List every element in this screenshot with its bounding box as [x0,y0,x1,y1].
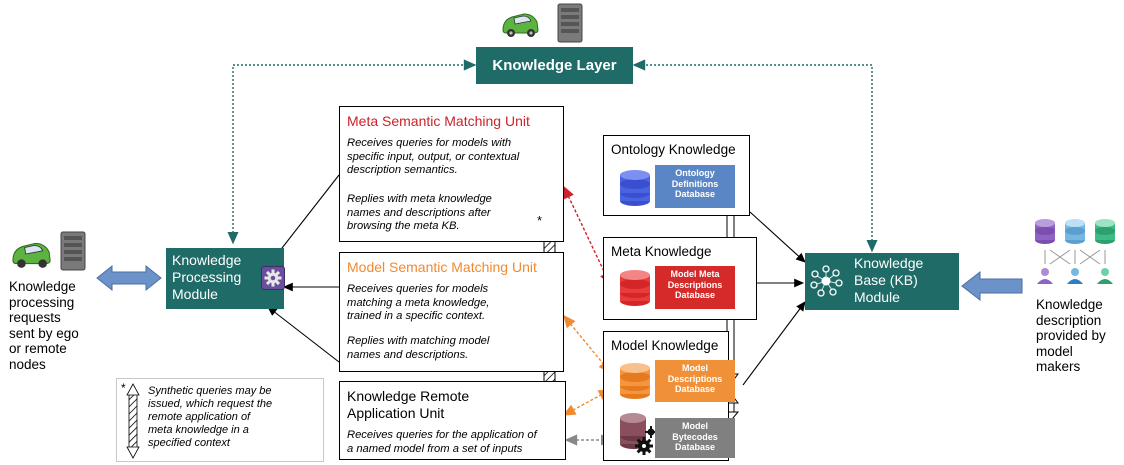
meta-knowledge-title: Meta Knowledge [611,244,712,259]
model-unit-title: Model Semantic Matching Unit [347,259,537,275]
model-descriptions-database-icon [618,362,652,400]
knowledge-layer-label: Knowledge Layer [492,57,617,74]
remote-unit-text1: Receives queries for the application of … [347,429,537,455]
meta-knowledge-box: Meta Knowledge Model Meta Descriptions D… [603,237,757,320]
model-knowledge-title: Model Knowledge [611,338,719,353]
left-server-icon [60,230,86,272]
left-caption: Knowledge processing requests sent by eg… [9,279,79,372]
model-unit-text1: Receives queries for models matching a m… [347,283,490,322]
model-semantic-matching-unit: Model Semantic Matching Unit Receives qu… [339,252,564,372]
footnote-hatched-arrow [126,383,140,459]
meta-unit-text1: Receives queries for models with specifi… [347,137,520,176]
footnote-text: Synthetic queries may be issued, which r… [148,385,273,449]
model-unit-text2: Replies with matching model names and de… [347,335,490,361]
left-car-icon [9,237,53,271]
synthetic-asterisk: * [537,213,543,228]
ontology-db-tag: Ontology Definitions Database [655,165,735,208]
model-bytecodes-database-icon [618,412,658,458]
ontology-title: Ontology Knowledge [611,142,736,157]
top-car-icon [500,8,540,40]
meta-semantic-matching-unit: Meta Semantic Matching Unit Receives que… [339,106,564,242]
model-makers-icon [1032,218,1118,290]
knowledge-layer-box: Knowledge Layer [476,47,633,84]
footnote-star: * [121,381,126,395]
kb-module-label: Knowledge Base (KB) Module [854,255,924,305]
knowledge-processing-module: Knowledge Processing Module [166,248,285,309]
network-icon [809,264,843,298]
gear-icon [261,266,285,290]
knowledge-base-module: Knowledge Base (KB) Module [805,253,959,310]
model-knowledge-box: Model Knowledge Model Descriptions Datab… [603,331,735,461]
left-block-arrow [96,264,162,292]
top-server-icon [557,3,583,43]
model-bytecodes-db-tag: Model Bytecodes Database [655,418,735,458]
meta-db-tag: Model Meta Descriptions Database [655,266,735,309]
kpm-label: Knowledge Processing Module [172,252,242,302]
knowledge-remote-application-unit: Knowledge Remote Application Unit Receiv… [339,381,566,460]
right-caption: Knowledge description provided by model … [1036,297,1106,374]
right-block-arrow [961,270,1023,302]
meta-database-icon [618,269,652,307]
meta-unit-text2: Replies with meta knowledge names and de… [347,193,492,232]
ontology-knowledge-box: Ontology Knowledge Ontology Definitions … [603,135,750,216]
footnote-box: * Synthetic queries may be issued, which… [116,378,324,462]
meta-unit-title: Meta Semantic Matching Unit [347,113,530,129]
model-descriptions-db-tag: Model Descriptions Database [655,360,735,402]
remote-unit-title: Knowledge Remote Application Unit [347,388,470,421]
ontology-database-icon [618,169,652,207]
